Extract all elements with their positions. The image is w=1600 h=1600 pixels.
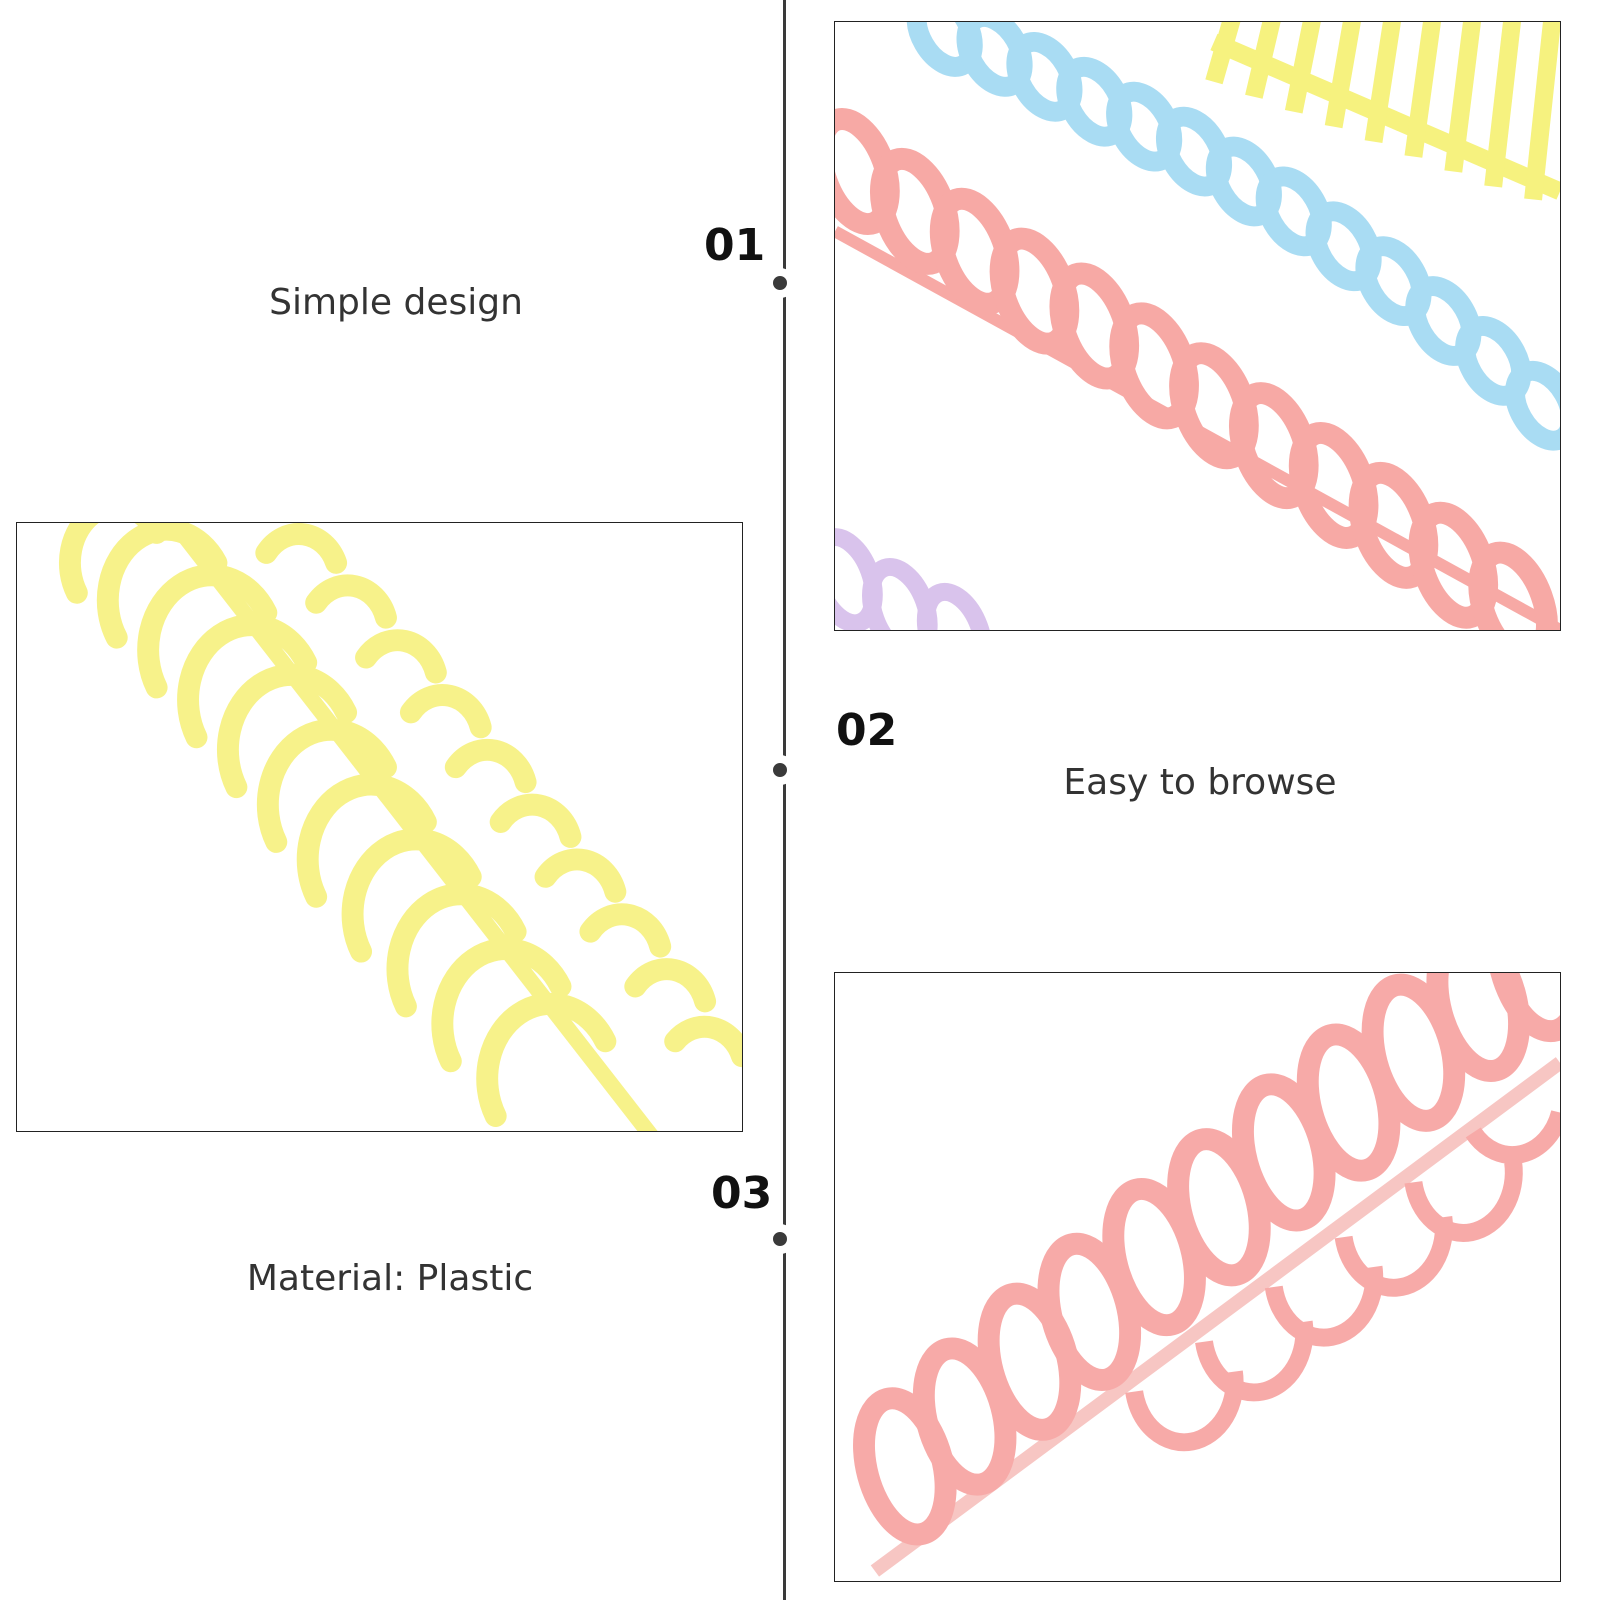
binding-spines-image — [834, 21, 1561, 631]
binding-spine-image-pink — [834, 972, 1561, 1582]
section-caption-2: Easy to browse — [1063, 762, 1337, 803]
section-caption-1: Simple design — [269, 282, 523, 323]
section-caption-3: Material: Plastic — [246, 1258, 534, 1299]
section-number-1: 01 — [704, 220, 766, 271]
section-number-2: 02 — [836, 705, 898, 756]
section-number-3: 03 — [711, 1168, 773, 1219]
timeline-dot-2 — [765, 755, 795, 785]
binding-spine-image-yellow — [16, 522, 743, 1132]
timeline-dot-1 — [765, 268, 795, 298]
timeline-dot-3 — [765, 1224, 795, 1254]
timeline-line — [783, 0, 786, 1600]
